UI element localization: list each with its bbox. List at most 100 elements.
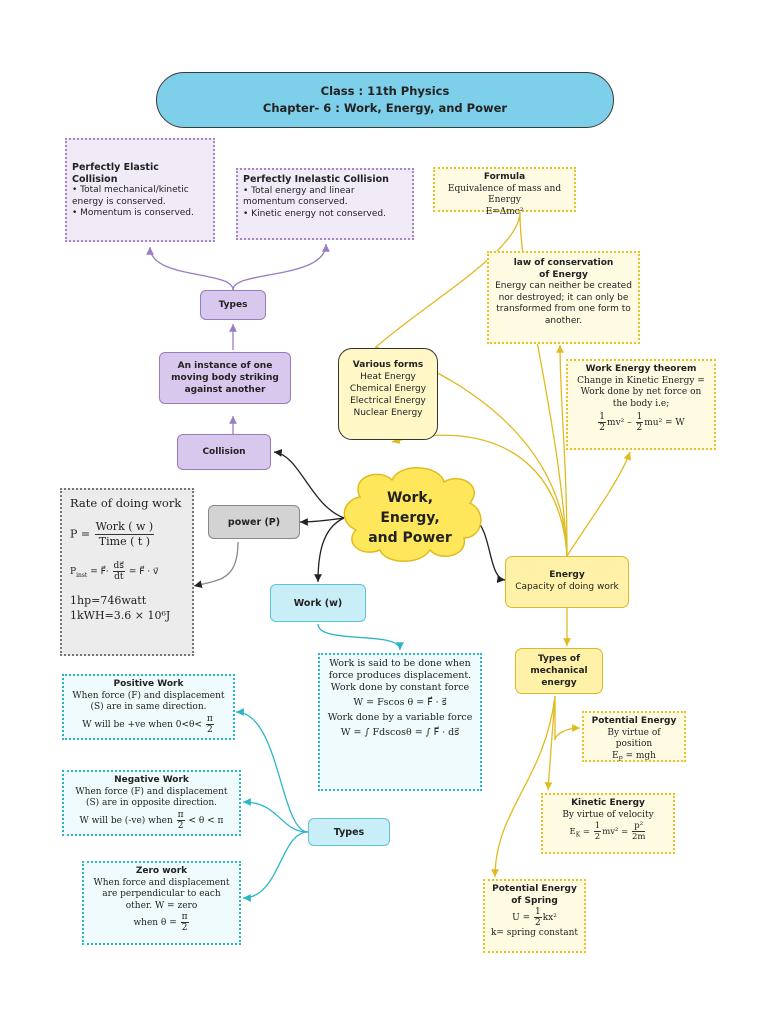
negative-work-text-3: < θ < π [188, 815, 224, 826]
work-def-3: W = Fscos θ = F⃗ · s⃗ [353, 697, 447, 708]
power-formula: P = Work ( w )Time ( t ) [70, 520, 184, 549]
power-rate-text: Rate of doing work [70, 496, 182, 510]
zero-work-heading: Zero work [135, 866, 188, 876]
inelastic-point-1: • Total energy and linear momentum conse… [243, 185, 355, 208]
collision-types-node[interactable]: Types [200, 290, 266, 320]
form-heat: Heat Energy [360, 372, 416, 382]
kinetic-energy-den-1: 2 [594, 832, 601, 842]
positive-work-box: Positive Work When force (F) and displac… [62, 674, 235, 740]
power-details-box: Rate of doing work P = Work ( w )Time ( … [60, 488, 194, 656]
positive-work-text-1: When force (F) and displacement (S) are … [72, 690, 225, 713]
instant-power-rhs: = F⃗ · v⃗ [128, 567, 159, 577]
work-energy-theorem-box: Work Energy theorem Change in Kinetic En… [566, 359, 716, 450]
theorem-half-num-1: 1 [598, 412, 607, 423]
work-def-2: Work done by constant force [330, 682, 470, 693]
theorem-mu: mu² = W [644, 418, 685, 428]
zero-work-text-2: when θ = [133, 918, 177, 928]
power-node[interactable]: power (P) [208, 505, 300, 539]
spring-energy-heading: Potential Energy of Spring [492, 884, 577, 906]
work-definition-box: Work is said to be done when force produ… [318, 653, 482, 791]
power-formula-lhs: P = [70, 527, 91, 541]
inelastic-point-2: • Kinetic energy not conserved. [243, 208, 386, 219]
potential-energy-rhs: = mgh [622, 750, 656, 761]
kinetic-energy-num-1: 1 [593, 821, 602, 832]
power-formula-num: Work ( w ) [94, 520, 155, 535]
center-line-3: and Power [368, 530, 452, 546]
instant-power-formula: Pinst = F⃗· ds⃗dt = F⃗ · v⃗ [70, 561, 184, 582]
title-chapter: Chapter- 6 : Work, Energy, and Power [262, 101, 508, 115]
various-forms-heading: Various forms [352, 360, 424, 370]
center-topic: Work, Energy, and Power [360, 488, 460, 548]
zero-work-box: Zero work When force and displacement ar… [82, 861, 241, 945]
various-forms-node[interactable]: Various forms Heat Energy Chemical Energ… [338, 348, 438, 440]
theorem-half-num-2: 1 [635, 412, 644, 423]
collision-types-label: Types [218, 300, 248, 310]
work-def-4: Work done by a variable force [327, 712, 473, 723]
horsepower-text: 1hp=746watt [70, 594, 147, 607]
spring-energy-num: 1 [533, 907, 542, 918]
power-label: power (P) [227, 516, 281, 528]
kinetic-energy-eq: = [580, 827, 593, 837]
theorem-mv: mv² – [607, 418, 632, 428]
spring-energy-lhs: U = [512, 913, 533, 923]
energy-heading: Energy [549, 570, 585, 580]
title-banner: Class : 11th Physics Chapter- 6 : Work, … [156, 72, 614, 128]
potential-energy-lhs: E [612, 750, 619, 761]
potential-energy-sub: P [618, 755, 623, 763]
negative-work-text-2: W will be (-ve) when [79, 815, 173, 826]
form-electrical: Electrical Energy [350, 396, 426, 406]
elastic-point-1: • Total mechanical/kinetic energy is con… [72, 185, 189, 207]
formula-text-1: Equivalence of mass and Energy [447, 183, 562, 206]
collision-node[interactable]: Collision [177, 434, 271, 470]
mechanical-energy-types-node[interactable]: Types of mechanical energy [515, 648, 603, 694]
negative-work-box: Negative Work When force (F) and displac… [62, 770, 241, 836]
kinetic-energy-box: Kinetic Energy By virtue of velocity EK … [541, 793, 675, 854]
positive-work-den: 2 [206, 724, 213, 735]
spring-energy-rhs: kx² [542, 913, 557, 923]
collision-label: Collision [202, 447, 246, 457]
instant-power-mid: = F⃗· [90, 567, 109, 577]
work-node[interactable]: Work (w) [270, 584, 366, 622]
negative-work-text-1: When force (F) and displacement (S) are … [75, 786, 228, 809]
formula-heading: Formula [483, 172, 526, 182]
spring-constant-text: k= spring constant [490, 928, 579, 938]
negative-work-num: π [176, 809, 185, 821]
work-label: Work (w) [293, 597, 343, 609]
inelastic-collision-box: Perfectly Inelastic Collision • Total en… [236, 168, 414, 240]
elastic-heading: Perfectly Elastic Collision [72, 162, 159, 185]
collision-definition-label: An instance of one moving body striking … [171, 361, 279, 395]
potential-energy-formula: EP = mgh [588, 751, 680, 765]
energy-definition: Capacity of doing work [515, 582, 619, 592]
zero-work-den: 2 [181, 923, 188, 933]
formula-text-2: E=Δmc² [485, 206, 524, 217]
work-types-label: Types [333, 826, 365, 838]
collision-definition-node[interactable]: An instance of one moving body striking … [159, 352, 291, 404]
formula-box: Formula Equivalence of mass and Energy E… [433, 167, 576, 217]
zero-work-text-1: When force and displacement are perpendi… [93, 877, 230, 911]
kinetic-energy-num-2: p² [631, 821, 646, 832]
elastic-point-2: • Momentum is conserved. [72, 208, 194, 218]
center-line-2: Energy, [380, 510, 440, 526]
instant-power-sub: inst [76, 571, 88, 579]
energy-node[interactable]: Energy Capacity of doing work [505, 556, 629, 608]
title-class: Class : 11th Physics [320, 84, 450, 98]
positive-work-heading: Positive Work [113, 679, 184, 689]
instant-power-den: dt [114, 572, 124, 582]
theorem-heading: Work Energy theorem [585, 364, 697, 374]
form-chemical: Chemical Energy [349, 384, 427, 394]
power-formula-den: Time ( t ) [98, 535, 151, 548]
kinetic-energy-sub: K [575, 831, 581, 839]
negative-work-heading: Negative Work [114, 775, 189, 785]
positive-work-num: π [205, 713, 214, 725]
potential-energy-heading: Potential Energy [591, 716, 677, 726]
conservation-law-text: Energy can neither be created nor destro… [495, 281, 632, 326]
theorem-half-den-2: 2 [636, 423, 643, 433]
theorem-text: Change in Kinetic Energy = Work done by … [577, 375, 705, 409]
work-types-node[interactable]: Types [308, 818, 390, 846]
